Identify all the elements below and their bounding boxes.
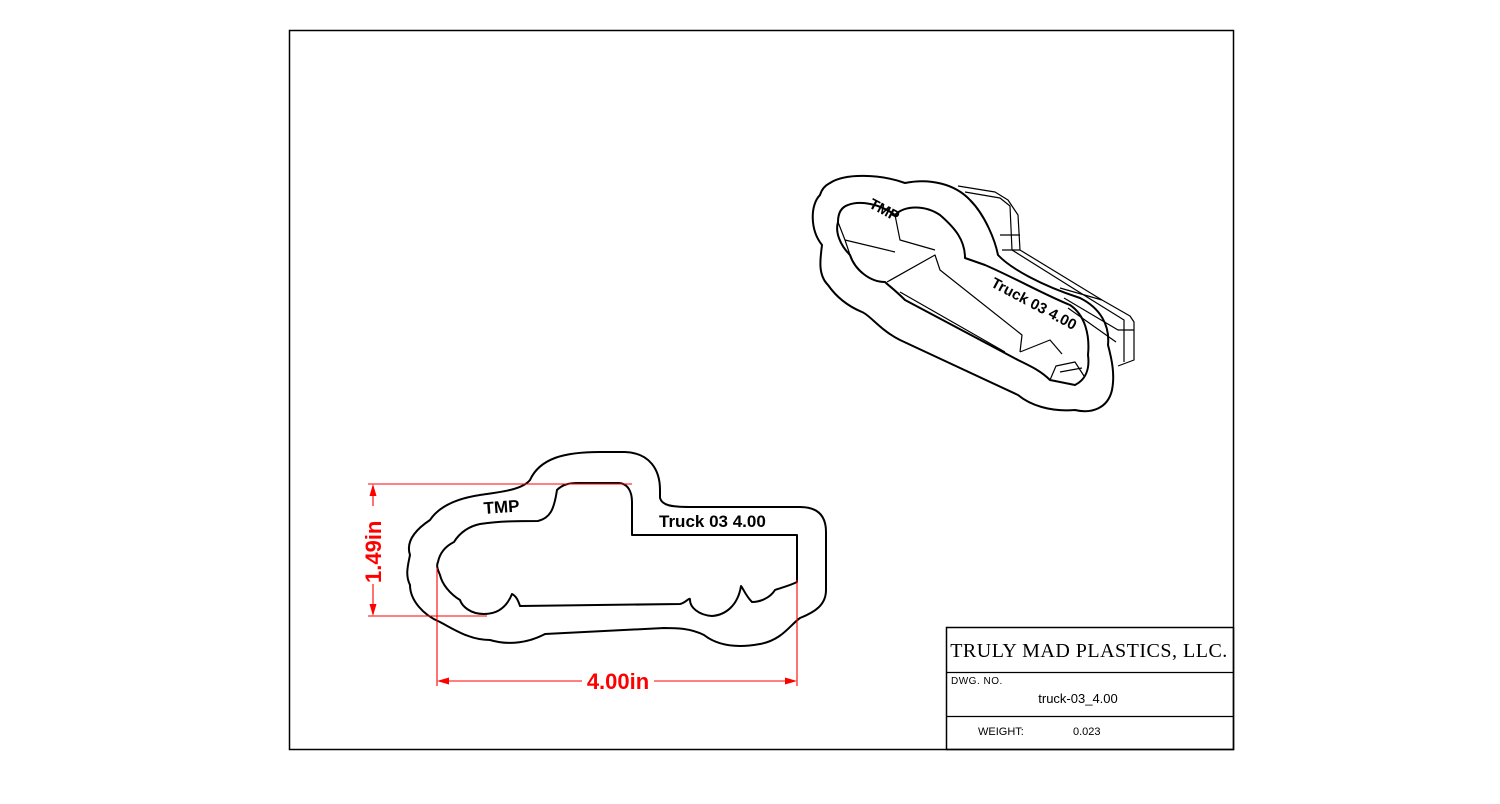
iso-inner-wall-rear [1049, 361, 1085, 381]
width-dimension-label: 4.00in [587, 669, 649, 694]
width-dimension: 4.00in [436, 568, 798, 694]
height-arrow-bottom [369, 604, 377, 616]
cutter-inner-outline [436, 482, 798, 617]
company-name: TRULY MAD PLASTICS, LLC. [950, 640, 1228, 662]
iso-back-plate-2 [964, 191, 1125, 362]
cutter-outer-outline [406, 451, 827, 647]
iso-outer-outline [811, 174, 1115, 413]
weight-label: WEIGHT: [978, 726, 1024, 738]
height-arrow-top [369, 484, 377, 496]
isometric-view: TMP Truck 03 4.00 [811, 174, 1135, 413]
height-dimension: 1.49in [361, 483, 632, 617]
iso-back-plate-3 [1000, 234, 1134, 343]
dwg-no-label: DWG. NO. [951, 676, 1003, 687]
iso-back-plate-1 [957, 185, 1135, 367]
weight-value: 0.023 [1073, 726, 1101, 738]
title-block: TRULY MAD PLASTICS, LLC. DWG. NO. truck-… [945, 626, 1235, 751]
iso-inner-wall-left [837, 214, 936, 256]
top-emboss-tmp: TMP [483, 497, 520, 518]
top-view: TMP Truck 03 4.00 [406, 451, 827, 647]
dwg-no-value: truck-03_4.00 [1038, 691, 1118, 706]
title-block-frame [945, 626, 1235, 751]
width-arrow-right [785, 677, 797, 685]
top-emboss-label: Truck 03 4.00 [659, 512, 766, 531]
width-arrow-left [437, 677, 449, 685]
iso-inner-wall-bed [886, 254, 1063, 355]
drawing-border [288, 29, 1235, 751]
iso-inner-outline [836, 201, 1090, 386]
height-dimension-label: 1.49in [361, 521, 386, 583]
